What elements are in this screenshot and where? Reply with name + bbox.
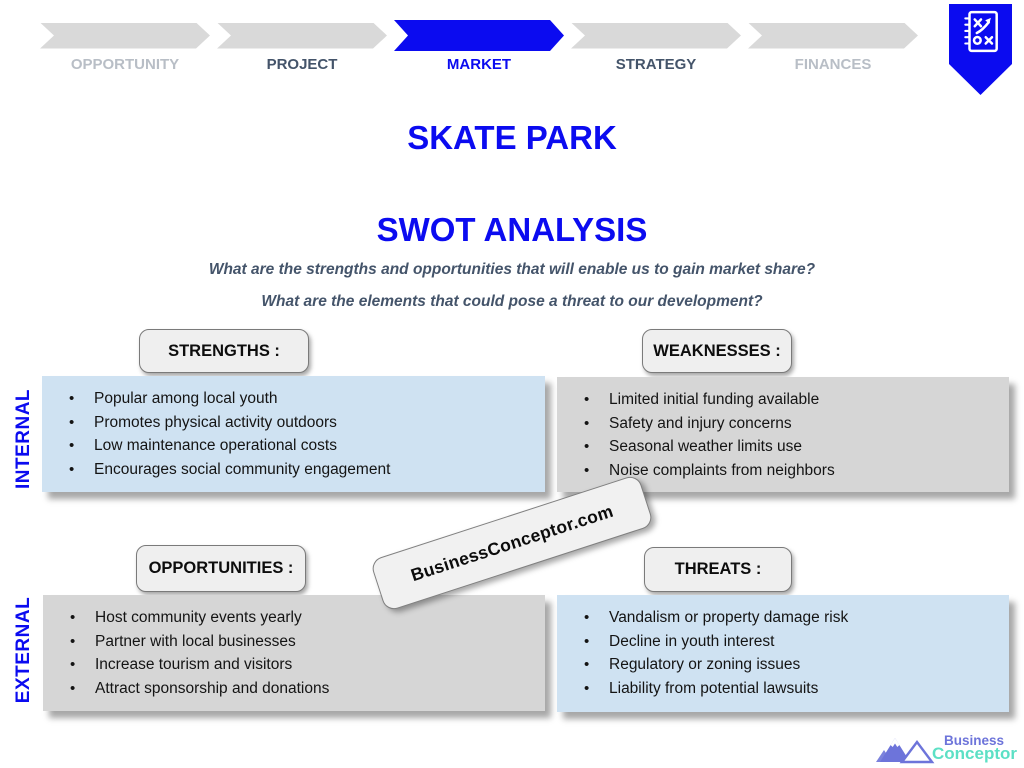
- list-item: Regulatory or zoning issues: [557, 653, 1009, 677]
- list-item: Noise complaints from neighbors: [557, 459, 1009, 483]
- list-item: Partner with local businesses: [43, 630, 545, 654]
- brand-logo: Business Conceptor: [872, 731, 1020, 767]
- step-label[interactable]: FINANCES: [794, 56, 872, 73]
- threats-label-pill: THREATS :: [644, 547, 792, 592]
- step-chevron[interactable]: [748, 23, 918, 49]
- ribbon-badge: [949, 4, 1012, 95]
- opportunities-list: Host community events yearlyPartner with…: [43, 595, 545, 700]
- list-item: Popular among local youth: [42, 387, 545, 411]
- list-item: Limited initial funding available: [557, 388, 1009, 412]
- intro-question-2: What are the elements that could pose a …: [261, 293, 763, 310]
- brand-name-conceptor: Conceptor: [932, 744, 1017, 763]
- list-item: Attract sponsorship and donations: [43, 677, 545, 701]
- process-nav: [40, 20, 918, 51]
- tactics-board-icon: [963, 10, 998, 53]
- list-item: Promotes physical activity outdoors: [42, 411, 545, 435]
- list-item: Seasonal weather limits use: [557, 435, 1009, 459]
- mountain-logo-icon: [876, 738, 935, 764]
- list-item: Increase tourism and visitors: [43, 653, 545, 677]
- strengths-box: Popular among local youthPromotes physic…: [42, 376, 545, 492]
- weaknesses-box: Limited initial funding availableSafety …: [557, 377, 1009, 492]
- project-title: SKATE PARK: [407, 119, 617, 156]
- list-item: Vandalism or property damage risk: [557, 606, 1009, 630]
- step-label[interactable]: MARKET: [446, 56, 512, 73]
- opportunities-box: Host community events yearlyPartner with…: [43, 595, 545, 711]
- step-chevron[interactable]: [217, 23, 387, 49]
- list-item: Decline in youth interest: [557, 630, 1009, 654]
- strengths-label-pill: STRENGTHS :: [139, 329, 309, 373]
- list-item: Liability from potential lawsuits: [557, 677, 1009, 701]
- list-item: Encourages social community engagement: [42, 458, 545, 482]
- step-label[interactable]: PROJECT: [266, 56, 338, 73]
- strengths-list: Popular among local youthPromotes physic…: [42, 376, 545, 481]
- external-axis-label: EXTERNAL: [13, 596, 34, 704]
- list-item: Safety and injury concerns: [557, 412, 1009, 436]
- intro-question-1: What are the strengths and opportunities…: [208, 261, 816, 278]
- threats-list: Vandalism or property damage riskDecline…: [557, 595, 1009, 700]
- weaknesses-list: Limited initial funding availableSafety …: [557, 377, 1009, 482]
- brand-name-business: Business: [944, 733, 1005, 748]
- step-chevron[interactable]: [40, 23, 210, 49]
- threats-box: Vandalism or property damage riskDecline…: [557, 595, 1009, 712]
- watermark-text: BusinessConceptor.com: [408, 500, 616, 585]
- list-item: Host community events yearly: [43, 606, 545, 630]
- step-label[interactable]: OPPORTUNITY: [70, 56, 180, 73]
- weaknesses-label-pill: WEAKNESSES :: [642, 329, 792, 373]
- step-label[interactable]: STRATEGY: [615, 56, 697, 73]
- list-item: Low maintenance operational costs: [42, 434, 545, 458]
- process-nav-labels: OPPORTUNITY PROJECT MARKET STRATEGY FINA…: [40, 55, 918, 74]
- step-chevron[interactable]: [571, 23, 741, 49]
- watermark-pill: BusinessConceptor.com: [369, 473, 655, 613]
- step-chevron[interactable]: [394, 20, 564, 51]
- opportunities-label-pill: OPPORTUNITIES :: [136, 545, 306, 592]
- internal-axis-label: INTERNAL: [13, 388, 34, 490]
- slide-title: SWOT ANALYSIS: [376, 211, 648, 248]
